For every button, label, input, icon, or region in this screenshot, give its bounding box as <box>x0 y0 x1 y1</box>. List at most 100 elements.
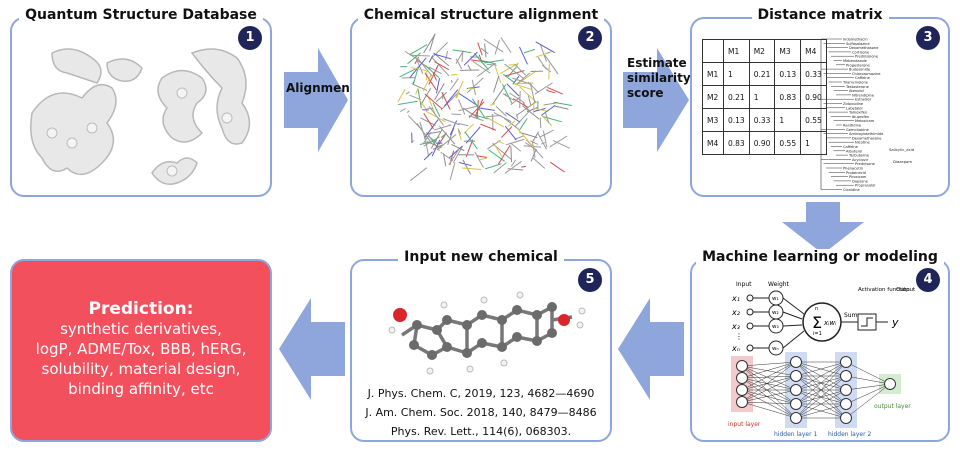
bond-line <box>485 114 502 118</box>
bond-line <box>530 140 538 145</box>
bond-line <box>422 73 433 92</box>
bond-line <box>458 123 469 127</box>
weight-w2: w₂ <box>772 310 779 316</box>
nn-edge <box>795 361 847 391</box>
bond-line <box>504 125 517 141</box>
bond-line <box>476 100 479 118</box>
step-badge-2: 2 <box>578 26 602 50</box>
panel-input-new-chemical: Input new chemical 5 J. Phys. Chem. C, 2… <box>350 249 612 442</box>
bond-line <box>457 92 478 106</box>
nn-edge <box>741 377 797 391</box>
bond-line <box>468 115 484 122</box>
bond-line <box>542 115 562 123</box>
bond-line <box>507 120 516 127</box>
bond-line <box>440 151 454 162</box>
output-label: Output <box>896 287 916 293</box>
bond-line <box>428 106 444 126</box>
bond-line <box>410 54 430 57</box>
output-y: y <box>891 316 899 329</box>
dendrogram-label: Caffeine <box>843 145 859 149</box>
perceptron-input-label: Input <box>736 281 752 288</box>
nn-edge <box>845 383 891 419</box>
bond-line <box>530 149 537 162</box>
bond-line <box>519 46 528 65</box>
bond-line <box>467 64 472 71</box>
bond-line <box>423 119 439 139</box>
bond-line <box>537 132 547 150</box>
dendrogram-label: Ranitidine <box>843 124 862 128</box>
prediction-line: synthetic derivatives, <box>60 320 222 338</box>
bond-line <box>447 127 455 145</box>
bond-line <box>455 80 464 99</box>
bond-line <box>497 140 504 145</box>
bond-line <box>514 63 526 76</box>
molecule-ball-stick-image <box>388 291 586 375</box>
input-x2: x₂ <box>731 308 741 317</box>
bond-line <box>471 98 486 119</box>
bond-line <box>432 72 437 81</box>
dendrogram-label: Nicotine <box>855 141 871 145</box>
bond-line <box>544 54 559 75</box>
bond-line <box>541 114 553 127</box>
bond-line <box>523 48 536 54</box>
nn-edge <box>741 401 797 405</box>
nn-edge <box>741 389 797 403</box>
dendrogram-label: Meloxicam <box>855 119 875 123</box>
bond-line <box>417 57 434 78</box>
arrow-estimate-similarity <box>615 40 691 164</box>
reference-item: J. Am. Chem. Soc. 2018, 140, 8479—8486 <box>365 406 597 419</box>
nn-edge <box>741 377 797 419</box>
bond-line <box>463 123 474 134</box>
bond-line <box>440 92 459 111</box>
panel-5-title: Input new chemical <box>398 249 564 265</box>
bond-line <box>497 144 511 165</box>
arrow-to-prediction <box>275 290 349 412</box>
dendrogram-label: Phenacetin <box>843 167 863 171</box>
dendrogram-label: Budesonide <box>849 68 871 72</box>
bond-line <box>435 92 448 103</box>
nn-edge <box>741 365 797 419</box>
panel-machine-learning: Machine learning or modeling 4 Input Wei… <box>690 249 950 442</box>
nn-node <box>790 398 802 410</box>
bond-line <box>549 135 568 148</box>
bond-line <box>531 141 536 158</box>
bond-line <box>495 105 507 117</box>
bond-line <box>493 75 500 93</box>
bond-line <box>501 83 513 104</box>
input-xn: xₙ <box>731 344 740 353</box>
nn-edge <box>741 361 797 391</box>
bond-line <box>502 93 515 101</box>
bond-line <box>425 110 446 123</box>
bond-line <box>516 101 537 116</box>
bond-line <box>432 42 448 58</box>
nn-edge <box>795 361 847 419</box>
bond-line <box>398 100 418 106</box>
bond-line <box>457 129 462 141</box>
bond-line <box>504 160 522 174</box>
bond-line <box>505 70 525 77</box>
dendrogram-label: Cortisone <box>852 50 870 54</box>
dendrogram-label: Caffeine <box>855 76 871 80</box>
bond-line <box>449 78 459 91</box>
nn-node <box>790 356 802 368</box>
dendrogram-label: Zidovudine <box>843 102 864 106</box>
bond-line <box>544 112 550 124</box>
aligned-structures-image <box>397 33 572 182</box>
sum-symbol: Σ <box>812 313 822 332</box>
bond-line <box>487 139 501 150</box>
nn-edge <box>795 361 847 405</box>
nn-node <box>736 360 748 372</box>
bond-line <box>462 159 472 175</box>
bond-line <box>547 86 563 95</box>
bond-line <box>540 44 547 62</box>
bond-line <box>471 79 477 95</box>
bond-line <box>548 63 550 80</box>
bond-line <box>505 112 521 123</box>
nn-edge <box>741 361 797 403</box>
reference-item: J. Phys. Chem. C, 2019, 123, 4682—4690 <box>367 387 595 400</box>
bond-line <box>512 75 520 85</box>
bond-line <box>426 141 442 149</box>
bond-line <box>534 82 553 95</box>
nn-node <box>790 412 802 424</box>
